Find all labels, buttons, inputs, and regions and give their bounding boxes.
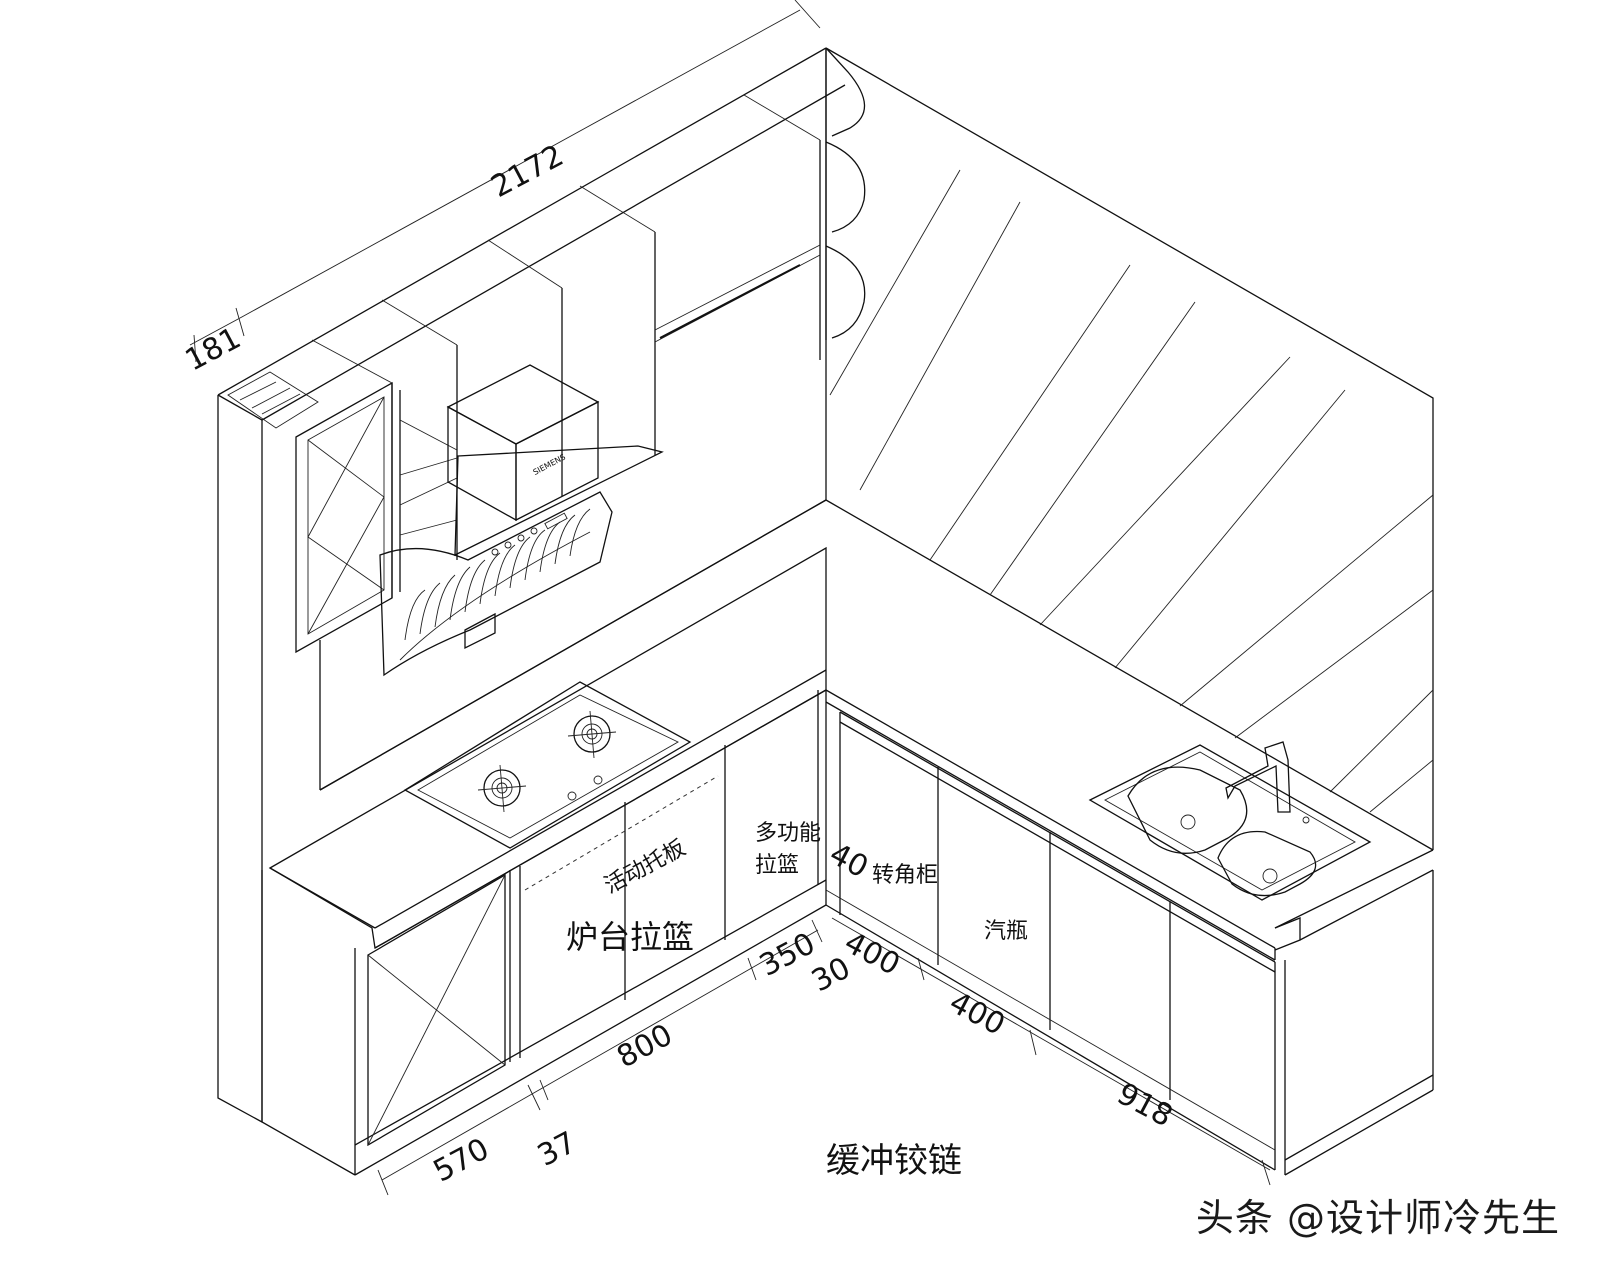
label-multi-basket-1: 多功能: [755, 821, 821, 846]
upper-wall-cabinets: [217, 47, 866, 1123]
base-cabinets-left: [261, 690, 827, 1176]
sink: [1088, 741, 1372, 901]
range-hood: [379, 445, 664, 677]
burner-right: [567, 710, 617, 759]
watermark-text: 头条 @设计师冷先生: [1195, 1196, 1560, 1240]
label-corner-cabinet: 转角柜: [872, 863, 938, 888]
label-multi-basket-2: 拉篮: [755, 853, 799, 878]
dimension-texts: 2172 181 570 37 800 350 30 40 400 400 91…: [180, 138, 1179, 1189]
dim-40: 40: [824, 837, 874, 886]
dim-2172: 2172: [486, 138, 570, 205]
dim-570: 570: [428, 1132, 495, 1190]
room-outline: [319, 47, 1434, 851]
label-gas-tank: 汽瓶: [984, 919, 1028, 944]
label-buffer-hinge: 缓冲铰链: [826, 1141, 962, 1181]
dim-918: 918: [1111, 1076, 1178, 1134]
dimension-lines: [189, 0, 1271, 1196]
dim-37: 37: [532, 1125, 582, 1174]
base-cabinets-right: [825, 711, 1434, 1176]
countertop: [268, 499, 1434, 961]
dim-400-b: 400: [944, 985, 1011, 1043]
burner-left: [477, 764, 527, 813]
label-stove-basket: 炉台拉篮: [566, 918, 694, 956]
label-adjustable-shelf: 活动托板: [600, 836, 689, 899]
dim-800: 800: [611, 1017, 678, 1075]
wall-hatching: [829, 169, 1434, 813]
dim-181: 181: [180, 321, 247, 379]
microwave: SIEMENS: [446, 364, 600, 522]
gas-stove: [403, 681, 692, 849]
